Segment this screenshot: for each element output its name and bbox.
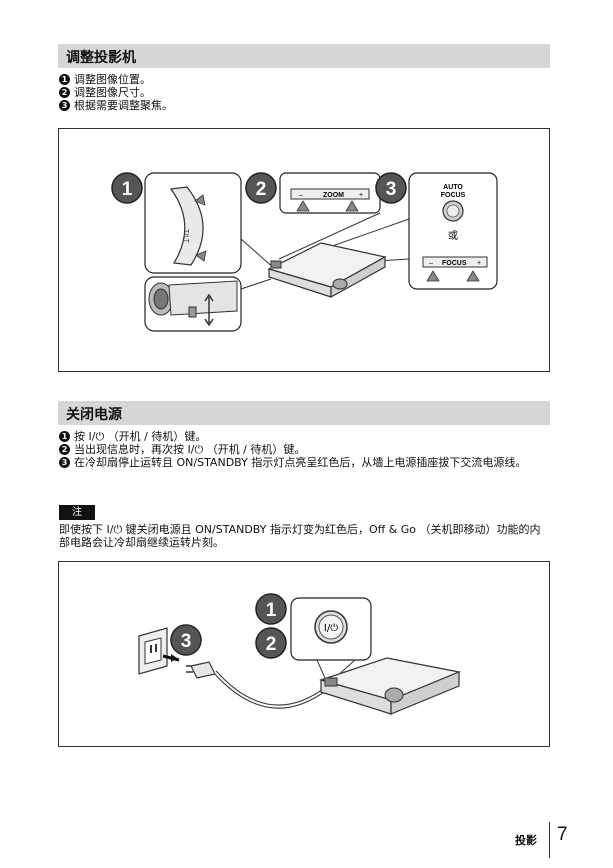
step-item: 2 调整图像尺寸。 [59, 86, 173, 99]
step-text: 根据需要调整聚焦。 [74, 99, 173, 112]
adjust-illustration-svg: 1 TILT 2 – ZOOM + [111, 172, 498, 332]
step-number: 1 [59, 431, 70, 442]
svg-text:2: 2 [256, 179, 267, 200]
step-text: 调整图像尺寸。 [74, 86, 151, 99]
tilt-panel: TILT [144, 172, 242, 274]
note-badge: 注 [59, 505, 95, 520]
step-number: 2 [59, 87, 70, 98]
step-number: 3 [59, 100, 70, 111]
svg-text:+: + [477, 260, 481, 267]
badge-2: 2 [245, 172, 277, 204]
badge-1: 1 [111, 172, 143, 204]
wall-outlet-icon [138, 627, 168, 675]
auto-focus-line1: AUTO [443, 184, 463, 191]
step-item: 1 按 I/⏻ （开机 / 待机）键。 [59, 430, 551, 443]
footer-section-label: 投影 [515, 834, 537, 847]
footer-divider [549, 822, 550, 858]
or-label: 或 [448, 230, 458, 242]
step-item: 1 调整图像位置。 [59, 73, 173, 86]
svg-text:–: – [429, 260, 433, 267]
power-off-steps: 1 按 I/⏻ （开机 / 待机）键。 2 当出现信息时，再次按 I/⏻ （开机 /… [59, 430, 551, 469]
zoom-label: ZOOM [323, 192, 344, 199]
step-text: 按 I/⏻ （开机 / 待机）键。 [74, 430, 207, 443]
badge-2: 2 [255, 627, 287, 659]
note-text: 即使按下 I/⏻ 键关闭电源且 ON/STANDBY 指示灯变为红色后，Off … [59, 523, 541, 549]
step-text: 调整图像位置。 [74, 73, 151, 86]
adjust-illustration: 1 TILT 2 – ZOOM + [58, 128, 550, 372]
step-number: 3 [59, 457, 70, 468]
section-header-adjust: 调整投影机 [58, 44, 550, 68]
svg-text:3: 3 [386, 179, 397, 200]
step-text: 在冷却扇停止运转且 ON/STANDBY 指示灯点亮呈红色后，从墙上电源插座拔下… [74, 456, 527, 469]
foot-panel [144, 276, 242, 332]
step-item: 3 根据需要调整聚焦。 [59, 99, 173, 112]
power-plug-icon [162, 654, 216, 679]
svg-text:+: + [359, 192, 363, 199]
auto-focus-line2: FOCUS [441, 192, 466, 199]
step-number: 1 [59, 74, 70, 85]
step-number: 2 [59, 444, 70, 455]
projector-icon [267, 242, 387, 299]
svg-text:–: – [299, 192, 303, 199]
power-off-illustration: 3 1 2 I/⏻ [58, 561, 550, 747]
zoom-panel: – ZOOM + [279, 172, 381, 214]
svg-text:3: 3 [181, 631, 192, 652]
badge-3: 3 [375, 172, 407, 204]
adjust-steps: 1 调整图像位置。 2 调整图像尺寸。 3 根据需要调整聚焦。 [59, 73, 173, 112]
power-off-illustration-svg: 3 1 2 I/⏻ [138, 593, 462, 715]
section-title: 调整投影机 [66, 50, 136, 66]
projector-icon [318, 657, 462, 715]
section-header-power-off: 关闭电源 [58, 401, 550, 425]
tilt-label: TILT [182, 229, 189, 244]
page-number: 7 [557, 824, 568, 845]
power-button-panel: I/⏻ [290, 597, 372, 679]
svg-text:1: 1 [122, 179, 133, 200]
focus-label: FOCUS [442, 260, 467, 267]
badge-3: 3 [170, 624, 202, 656]
power-button-label: I/⏻ [324, 623, 338, 634]
badge-1: 1 [255, 593, 287, 625]
step-text: 当出现信息时，再次按 I/⏻ （开机 / 待机）键。 [74, 443, 306, 456]
svg-text:2: 2 [266, 634, 277, 655]
step-item: 3 在冷却扇停止运转且 ON/STANDBY 指示灯点亮呈红色后，从墙上电源插座拔… [59, 456, 551, 469]
svg-text:1: 1 [266, 600, 277, 621]
step-item: 2 当出现信息时，再次按 I/⏻ （开机 / 待机）键。 [59, 443, 551, 456]
section-title: 关闭电源 [66, 407, 122, 423]
focus-panel: AUTO FOCUS 或 – FOCUS + [408, 172, 498, 290]
